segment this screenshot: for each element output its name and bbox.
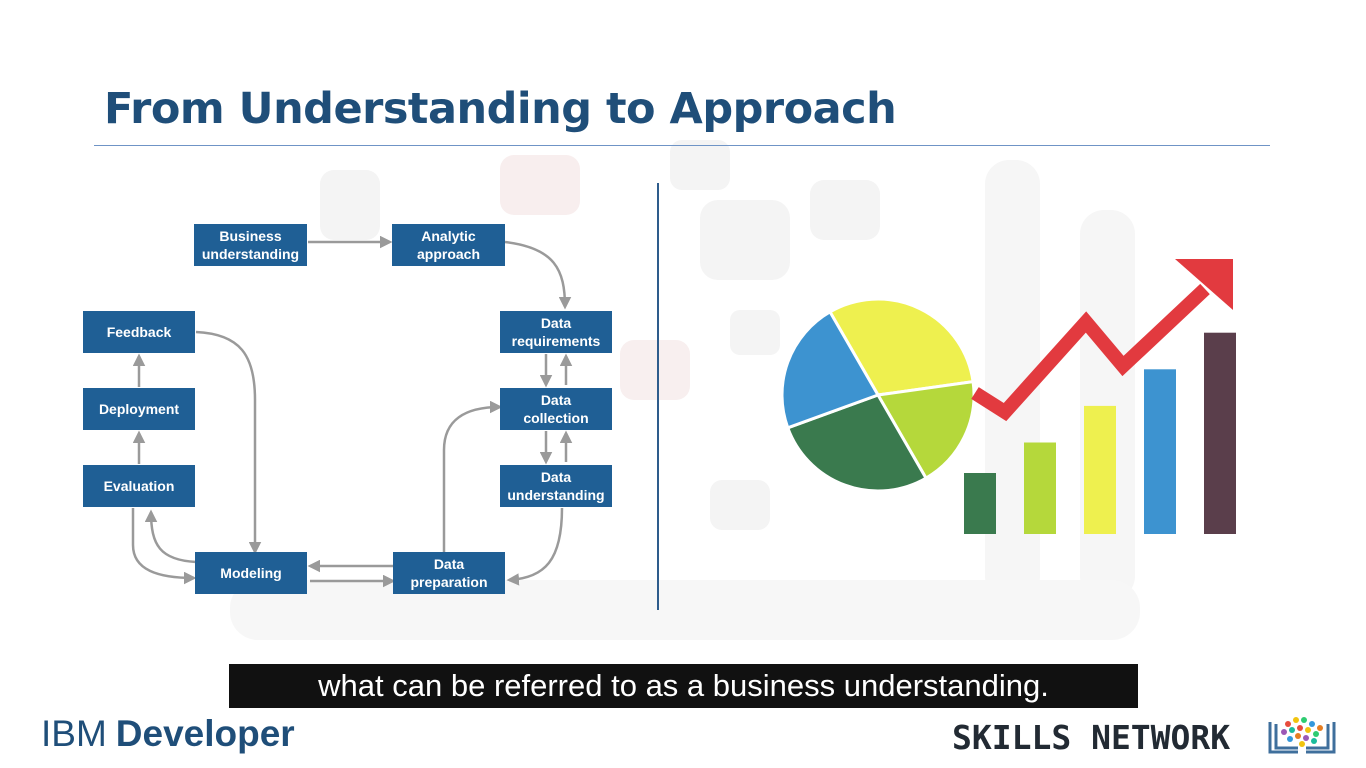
bar — [1084, 405, 1116, 534]
open-book-logo-icon — [1268, 717, 1336, 754]
bar — [1204, 332, 1236, 534]
bar-chart-icon — [964, 332, 1236, 534]
arrow-preparation-to-collection — [442, 400, 503, 552]
node-data-requirements[interactable]: Data requirements — [500, 311, 612, 353]
arrow-modeling-to-evaluation-inner — [144, 509, 197, 564]
node-evaluation[interactable]: Evaluation — [83, 465, 195, 507]
arrow-analytic-to-requirements — [504, 240, 572, 310]
node-data-collection[interactable]: Data collection — [500, 388, 612, 430]
arrow-understanding-to-preparation — [506, 507, 564, 586]
ibm-text: IBM — [41, 713, 107, 754]
vertical-divider — [657, 183, 659, 610]
pie-chart-icon — [780, 297, 976, 493]
growth-illustration — [780, 259, 1236, 534]
node-data-understanding[interactable]: Data understanding — [500, 465, 612, 507]
arrow-evaluation-to-modeling-outer — [131, 508, 197, 585]
node-business-understanding[interactable]: Business understanding — [194, 224, 307, 266]
pie-slice — [785, 393, 929, 493]
node-analytic-approach[interactable]: Analytic approach — [392, 224, 505, 266]
trend-up-arrow-icon — [971, 259, 1233, 422]
developer-text: Developer — [115, 713, 295, 754]
video-caption: what can be referred to as a business un… — [229, 664, 1138, 708]
bar — [1144, 369, 1176, 534]
node-deployment[interactable]: Deployment — [83, 388, 195, 430]
arrow-feedback-to-modeling — [195, 330, 262, 555]
bar — [1024, 442, 1056, 534]
methodology-diagram-arrows — [131, 235, 573, 588]
node-modeling[interactable]: Modeling — [195, 552, 307, 594]
slide-title: From Understanding to Approach — [104, 84, 897, 134]
pie-slice — [780, 309, 881, 430]
title-underline — [94, 145, 1270, 146]
node-feedback[interactable]: Feedback — [83, 311, 195, 353]
pie-slice — [875, 379, 976, 481]
skills-network-wordmark: SKILLS NETWORK — [952, 718, 1231, 757]
node-data-preparation[interactable]: Data preparation — [393, 552, 505, 594]
bar — [964, 473, 996, 534]
